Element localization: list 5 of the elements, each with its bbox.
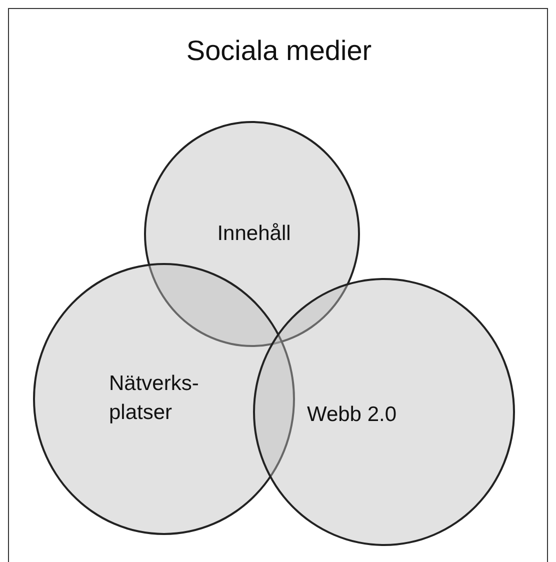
frame-label: Sociala medier — [185, 34, 373, 68]
frame-box — [8, 8, 548, 562]
circle-label: Webb 2.0 — [307, 402, 398, 428]
circle-label: Innehåll — [216, 221, 292, 247]
circle-label: Nätverks- platser — [109, 371, 200, 426]
